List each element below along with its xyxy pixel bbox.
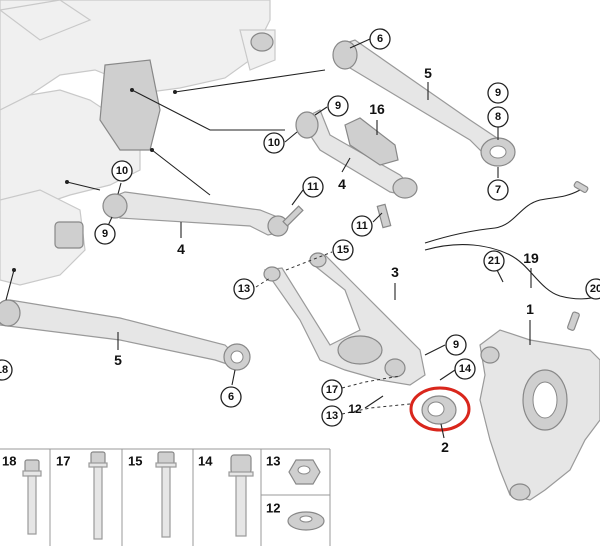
svg-text:7: 7	[495, 184, 501, 196]
callout-17-lower: 17	[321, 379, 343, 401]
control-arm-4-upper	[295, 109, 418, 229]
part-labels: 5 16 4 4 3 19 1 5 12 2	[114, 65, 539, 455]
wheel-carrier-1	[479, 329, 600, 501]
svg-text:6: 6	[228, 391, 234, 403]
callout-9-right: 9	[487, 82, 509, 104]
svg-text:10: 10	[116, 165, 128, 177]
svg-text:8: 8	[495, 111, 501, 123]
svg-text:13: 13	[238, 283, 250, 295]
svg-text:21: 21	[488, 255, 500, 267]
highlight-ring	[409, 386, 471, 432]
callout-9-lower: 9	[445, 334, 467, 356]
hw-label-12: 12	[266, 501, 280, 516]
label-1: 1	[526, 301, 534, 317]
callout-14-lower: 14	[454, 358, 476, 380]
leader-lines	[5, 38, 532, 439]
washer-12-icon	[287, 511, 325, 531]
svg-text:11: 11	[307, 181, 319, 193]
bolt-18-icon	[22, 459, 42, 535]
callout-6-bottom: 6	[220, 386, 242, 408]
callout-13-lower: 13	[321, 405, 343, 427]
control-arm-4-left	[102, 191, 304, 237]
svg-text:17: 17	[326, 384, 338, 396]
control-arm-5-lower	[0, 299, 251, 371]
callout-9-top: 9	[327, 95, 349, 117]
svg-text:10: 10	[268, 137, 280, 149]
bushing-2	[409, 386, 471, 432]
svg-text:9: 9	[453, 339, 459, 351]
hw-label-17: 17	[56, 454, 70, 469]
svg-text:9: 9	[335, 100, 341, 112]
callout-13-mid: 13	[233, 278, 255, 300]
callout-9-left: 9	[94, 223, 116, 245]
control-arm-5-upper	[332, 39, 516, 167]
hw-label-18: 18	[2, 454, 16, 469]
label-12-lower: 12	[348, 402, 362, 416]
svg-text:13: 13	[326, 410, 338, 422]
callout-7: 7	[487, 179, 509, 201]
wishbone-3	[263, 252, 426, 386]
label-5-upper: 5	[424, 65, 432, 81]
label-4-left: 4	[177, 241, 185, 257]
hw-label-15: 15	[128, 454, 142, 469]
svg-text:20: 20	[590, 283, 600, 295]
label-2: 2	[441, 439, 449, 455]
svg-text:14: 14	[459, 363, 472, 375]
svg-text:11: 11	[356, 220, 368, 232]
label-19: 19	[523, 250, 539, 266]
svg-text:9: 9	[495, 87, 501, 99]
callout-10-upper: 10	[263, 132, 285, 154]
label-16: 16	[369, 101, 385, 117]
callout-11-upper: 11	[302, 176, 324, 198]
rear-subframe	[0, 0, 276, 286]
bolt-17-icon	[88, 451, 108, 540]
bolt-15-icon	[155, 451, 177, 538]
hw-label-13: 13	[266, 454, 280, 469]
svg-text:6: 6	[377, 33, 383, 45]
callout-10-left: 10	[111, 160, 133, 182]
callouts: 6 9 8 7 9 10 11 11 10 9 15 13 21 20 9 14…	[0, 28, 600, 427]
callout-20: 20	[585, 278, 600, 300]
label-3: 3	[391, 264, 399, 280]
hardware-table: 18 17 15 14 13 12	[0, 448, 331, 546]
svg-text:15: 15	[337, 244, 349, 256]
callout-15-mid: 15	[332, 239, 354, 261]
callout-18-left: 18	[0, 359, 13, 381]
callout-6-top: 6	[369, 28, 391, 50]
callout-11-lower: 11	[351, 215, 373, 237]
nut-13-icon	[288, 459, 321, 485]
hw-label-14: 14	[198, 454, 213, 469]
label-5-lower: 5	[114, 352, 122, 368]
bolt-14-icon	[228, 454, 254, 537]
wear-sensor-cable	[424, 181, 600, 331]
svg-text:9: 9	[102, 228, 108, 240]
label-4-upper: 4	[338, 176, 346, 192]
callout-21: 21	[483, 250, 505, 272]
callout-8-right: 8	[487, 106, 509, 128]
svg-text:18: 18	[0, 364, 8, 376]
